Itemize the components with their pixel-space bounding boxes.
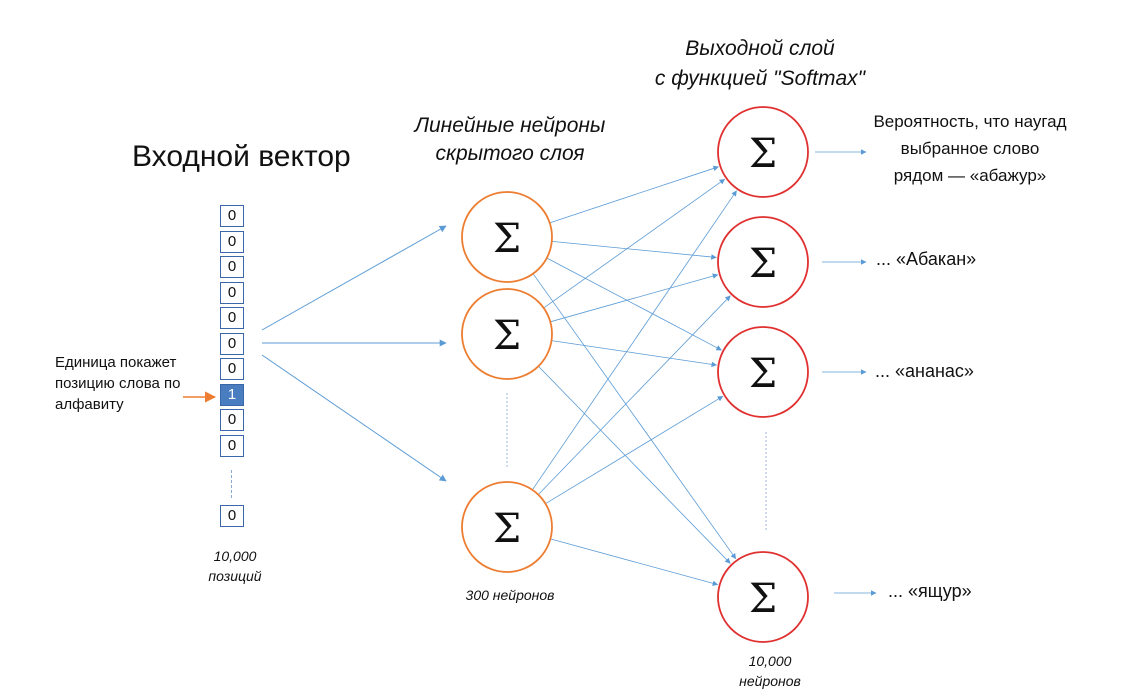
output-label-first-line2: выбранное слово [900, 139, 1040, 158]
output-neuron: Σ [717, 216, 809, 308]
input-vector-cell: 0 [220, 434, 244, 457]
input-vector-title: Входной вектор [132, 140, 351, 173]
output-label-second: ... «Абакан» [876, 249, 977, 269]
hidden-to-output-connection [538, 365, 731, 564]
output-count-unit: нейронов [739, 673, 801, 689]
hidden-to-output-connection [532, 190, 737, 491]
output-neuron: Σ [717, 326, 809, 418]
hidden-to-output-connection [550, 538, 719, 586]
hidden-layer-title: Линейные нейроны скрытого слоя [380, 112, 640, 168]
hidden-to-output-connection [537, 295, 731, 495]
output-label-fourth: ... «ящур» [888, 581, 972, 601]
output-count-number: 10,000 [748, 653, 792, 669]
input-vector-cell: 0 [220, 281, 244, 304]
output-label-third: ... «ананас» [875, 361, 974, 381]
input-vector-last-cell: 0 [220, 505, 244, 527]
nodes-group: Σ Σ Σ Σ Σ Σ Σ [461, 106, 809, 643]
input-vector-ellipsis [231, 470, 233, 498]
input-count-unit: позиций [208, 568, 262, 584]
hidden-layer-title-line2: скрытого слоя [435, 142, 585, 165]
hidden-to-output-connection [532, 273, 737, 560]
input-to-hidden-arrow [261, 354, 447, 482]
hidden-to-output-connection [546, 257, 722, 351]
input-vector-cell: 0 [220, 256, 244, 278]
sigma-symbol: Σ [749, 241, 777, 287]
hidden-neuron: Σ [461, 288, 553, 380]
sigma-symbol: Σ [493, 506, 521, 552]
neuron-circle [717, 216, 809, 308]
input-vector-cell: 0 [220, 307, 244, 329]
sigma-symbol: Σ [749, 351, 777, 397]
input-count-number: 10,000 [213, 548, 257, 564]
output-label-first-line3: рядом — «абажур» [893, 166, 1047, 185]
hidden-to-output-connection [543, 178, 726, 309]
sigma-symbol: Σ [749, 576, 777, 622]
input-vector-cell: 0 [220, 332, 244, 355]
hidden-to-output-connection [550, 273, 719, 323]
output-neuron: Σ [717, 106, 809, 198]
output-label-first-line1: Вероятность, что наугад [873, 112, 1067, 131]
sigma-symbol: Σ [493, 313, 521, 359]
output-label-first: Вероятность, что наугад выбранное слово … [840, 108, 1100, 189]
input-count-caption: 10,000 позиций [190, 546, 280, 586]
neuron-circle [461, 191, 553, 283]
sigma-symbol: Σ [749, 131, 777, 177]
hidden-neuron: Σ [461, 191, 553, 283]
neuron-circle [717, 326, 809, 418]
hidden-to-output-connection [551, 240, 717, 260]
input-position-note: Единица покажет позицию слова по алфавит… [55, 354, 181, 413]
hidden-to-output-connection [549, 165, 719, 224]
output-neuron-count: 10,000 нейронов [720, 651, 820, 691]
hidden-neuron-count: 300 нейронов [465, 587, 555, 603]
output-neuron: Σ [717, 551, 809, 643]
neuron-circle [717, 106, 809, 198]
input-vector-active-cell: 1 [220, 383, 244, 406]
input-to-hidden-arrow [261, 225, 447, 331]
hidden-neuron: Σ [461, 481, 553, 573]
hidden-layer-title-line1: Линейные нейроны [414, 114, 606, 137]
hidden-to-output-connection [551, 340, 718, 368]
hidden-to-output-connection [545, 396, 724, 505]
input-vector-cell: 0 [220, 230, 244, 253]
input-vector-cell: 0 [220, 358, 244, 380]
neuron-circle [461, 288, 553, 380]
edges-group [183, 149, 877, 596]
output-layer-title: Выходной слой с функцией "Softmax" [640, 34, 880, 94]
neuron-circle [461, 481, 553, 573]
input-vector-cell: 0 [220, 409, 244, 431]
input-vector-cell: 0 [220, 205, 244, 227]
sigma-symbol: Σ [493, 216, 521, 262]
output-layer-title-line2: с функцией "Softmax" [654, 67, 866, 90]
output-layer-title-line1: Выходной слой [685, 37, 835, 60]
neuron-circle [717, 551, 809, 643]
